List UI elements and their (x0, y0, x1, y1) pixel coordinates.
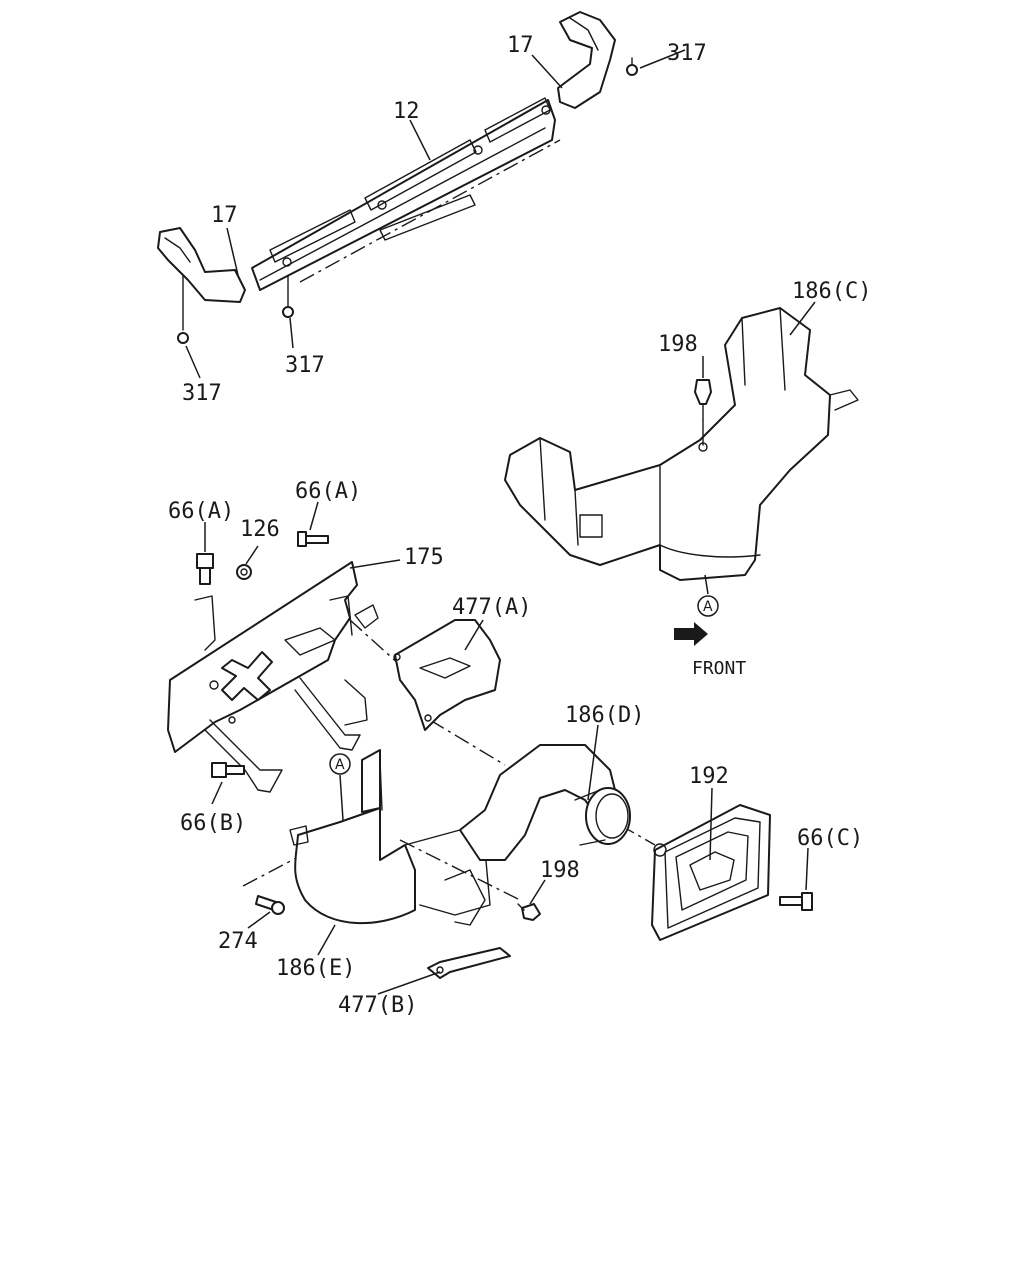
part-12-defroster-duct (251, 97, 556, 291)
alignment-line-top (299, 139, 561, 283)
nut-126 (236, 564, 252, 580)
label-66a-left: 66(A) (168, 499, 234, 524)
leader-lines (185, 49, 816, 995)
label-477b: 477(B) (338, 993, 417, 1018)
part-186e-lower-duct (289, 749, 491, 926)
label-317-mid: 317 (285, 353, 325, 378)
label-175: 175 (404, 545, 444, 570)
clip-198-top (694, 379, 712, 452)
label-66c: 66(C) (797, 826, 863, 851)
label-186e: 186(E) (276, 956, 355, 981)
part-192-frame (651, 804, 771, 941)
part-17-right-side-duct (557, 11, 616, 109)
bolt-66c (779, 892, 813, 911)
bolt-66a-left (196, 553, 214, 585)
screw-317-top-right (626, 57, 638, 76)
part-175-bracket (167, 561, 379, 793)
screw-317-left (177, 275, 189, 344)
label-317-top-right: 317 (667, 41, 707, 66)
bolt-66b (211, 762, 245, 778)
label-front: FRONT (692, 658, 746, 679)
part-17-left-side-duct (157, 227, 246, 303)
bolt-66a-mid (297, 531, 329, 547)
label-198-bottom: 198 (540, 858, 580, 883)
label-274: 274 (218, 929, 258, 954)
label-477a: 477(A) (452, 595, 531, 620)
alignment-line-477a (429, 719, 506, 766)
svg-text:A: A (703, 599, 713, 615)
label-66a-mid: 66(A) (295, 479, 361, 504)
svg-text:A: A (335, 757, 345, 773)
part-477b-bracket (427, 947, 511, 979)
ref-marker-a-lower: A (329, 753, 351, 775)
alignment-line-274 (242, 855, 301, 887)
label-192: 192 (689, 764, 729, 789)
label-186d: 186(D) (565, 703, 644, 728)
ref-marker-a-upper: A (697, 595, 719, 617)
label-17-left: 17 (211, 203, 238, 228)
front-arrow-icon (674, 622, 708, 646)
part-477a-bracket (393, 619, 501, 731)
alignment-line-198 (399, 839, 521, 901)
label-17-top: 17 (507, 33, 534, 58)
part-186d-middle-duct (459, 744, 631, 861)
label-198-top: 198 (658, 332, 698, 357)
label-66b: 66(B) (180, 811, 246, 836)
clip-198-bottom (517, 903, 541, 921)
screw-317-mid (282, 275, 294, 318)
label-186c: 186(C) (792, 279, 871, 304)
part-186c-upper-duct (504, 307, 859, 581)
screw-274 (255, 895, 285, 915)
label-317-left: 317 (182, 381, 222, 406)
alignment-line-175 (349, 619, 401, 666)
label-126: 126 (240, 517, 280, 542)
label-12: 12 (393, 99, 420, 124)
